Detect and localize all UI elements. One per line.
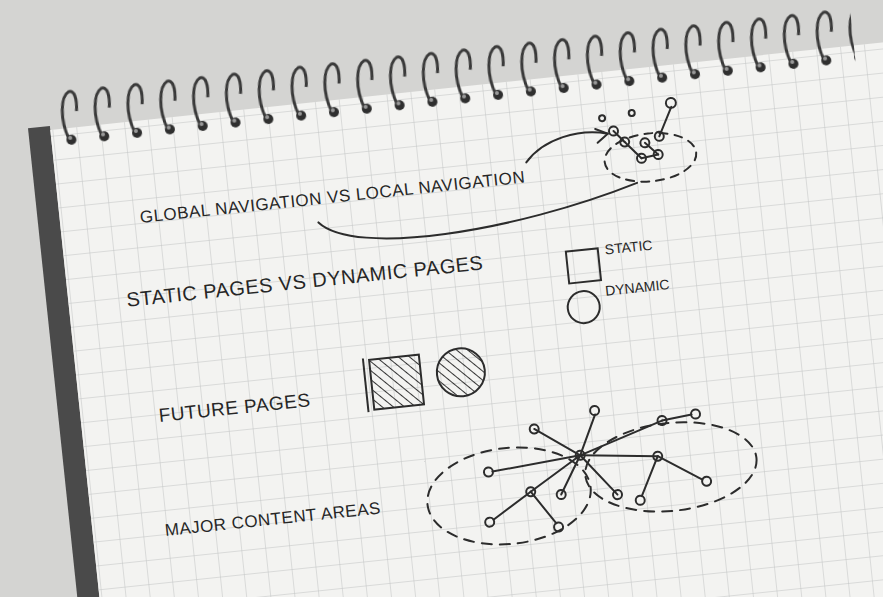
handwritten-note: STATIC PAGES VS DYNAMIC PAGES <box>125 251 484 310</box>
handwritten-note: FUTURE PAGES <box>158 390 312 427</box>
dynamic-page-symbol: DYNAMIC <box>565 288 602 325</box>
symbol-outline <box>565 247 602 284</box>
symbol-label: STATIC <box>604 238 653 258</box>
static-page-symbol: STATIC <box>565 247 602 284</box>
handwritten-note: GLOBAL NAVIGATION VS LOCAL NAVIGATION <box>139 169 526 228</box>
spiral-binding <box>53 0 857 159</box>
outline-shape <box>566 290 601 325</box>
symbol-outline <box>565 288 602 325</box>
handwritten-note: MAJOR CONTENT AREAS <box>164 500 382 541</box>
outline-shape <box>566 248 601 283</box>
symbol-label: DYNAMIC <box>604 277 670 299</box>
future-page-symbols <box>363 346 488 412</box>
content-area-network <box>419 390 763 552</box>
